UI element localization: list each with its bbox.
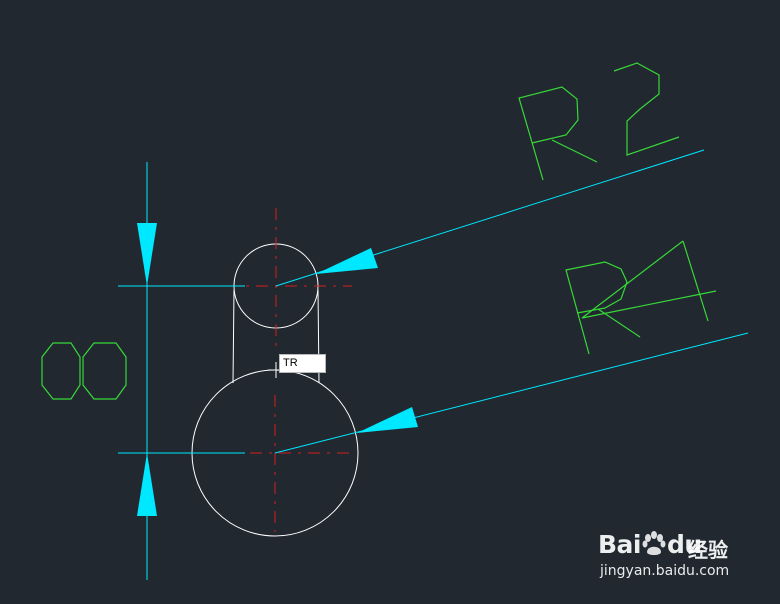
dimension-value-8-glyph[interactable] [41, 342, 127, 400]
radius-label-r4-glyph[interactable] [565, 240, 717, 355]
dimension-layer [118, 149, 749, 580]
paw-icon [641, 530, 667, 562]
radius-label-r4: R4 [570, 260, 571, 261]
leader-r4[interactable] [274, 332, 749, 454]
centerline-layer [192, 208, 356, 532]
dim-arrow-top [137, 223, 157, 286]
dimension-text: 8 [40, 340, 41, 341]
text-layer [41, 62, 717, 400]
tooltip-text: TR [283, 357, 298, 369]
radius-label-r2: R2 [520, 90, 521, 91]
leader-r4-arrow [357, 407, 418, 433]
watermark-cn-label: 经验 [688, 538, 728, 562]
radius-label-r2-glyph[interactable] [518, 62, 680, 181]
tangent-line-left[interactable] [232, 289, 235, 384]
dim-arrow-bottom [137, 453, 157, 516]
leader-r2-arrow [316, 248, 378, 274]
command-tooltip: TR [279, 354, 326, 373]
watermark-brand-right: du [667, 530, 702, 559]
watermark-brand-left: Bai [598, 530, 642, 559]
watermark-url: jingyan.baidu.com [600, 563, 730, 579]
